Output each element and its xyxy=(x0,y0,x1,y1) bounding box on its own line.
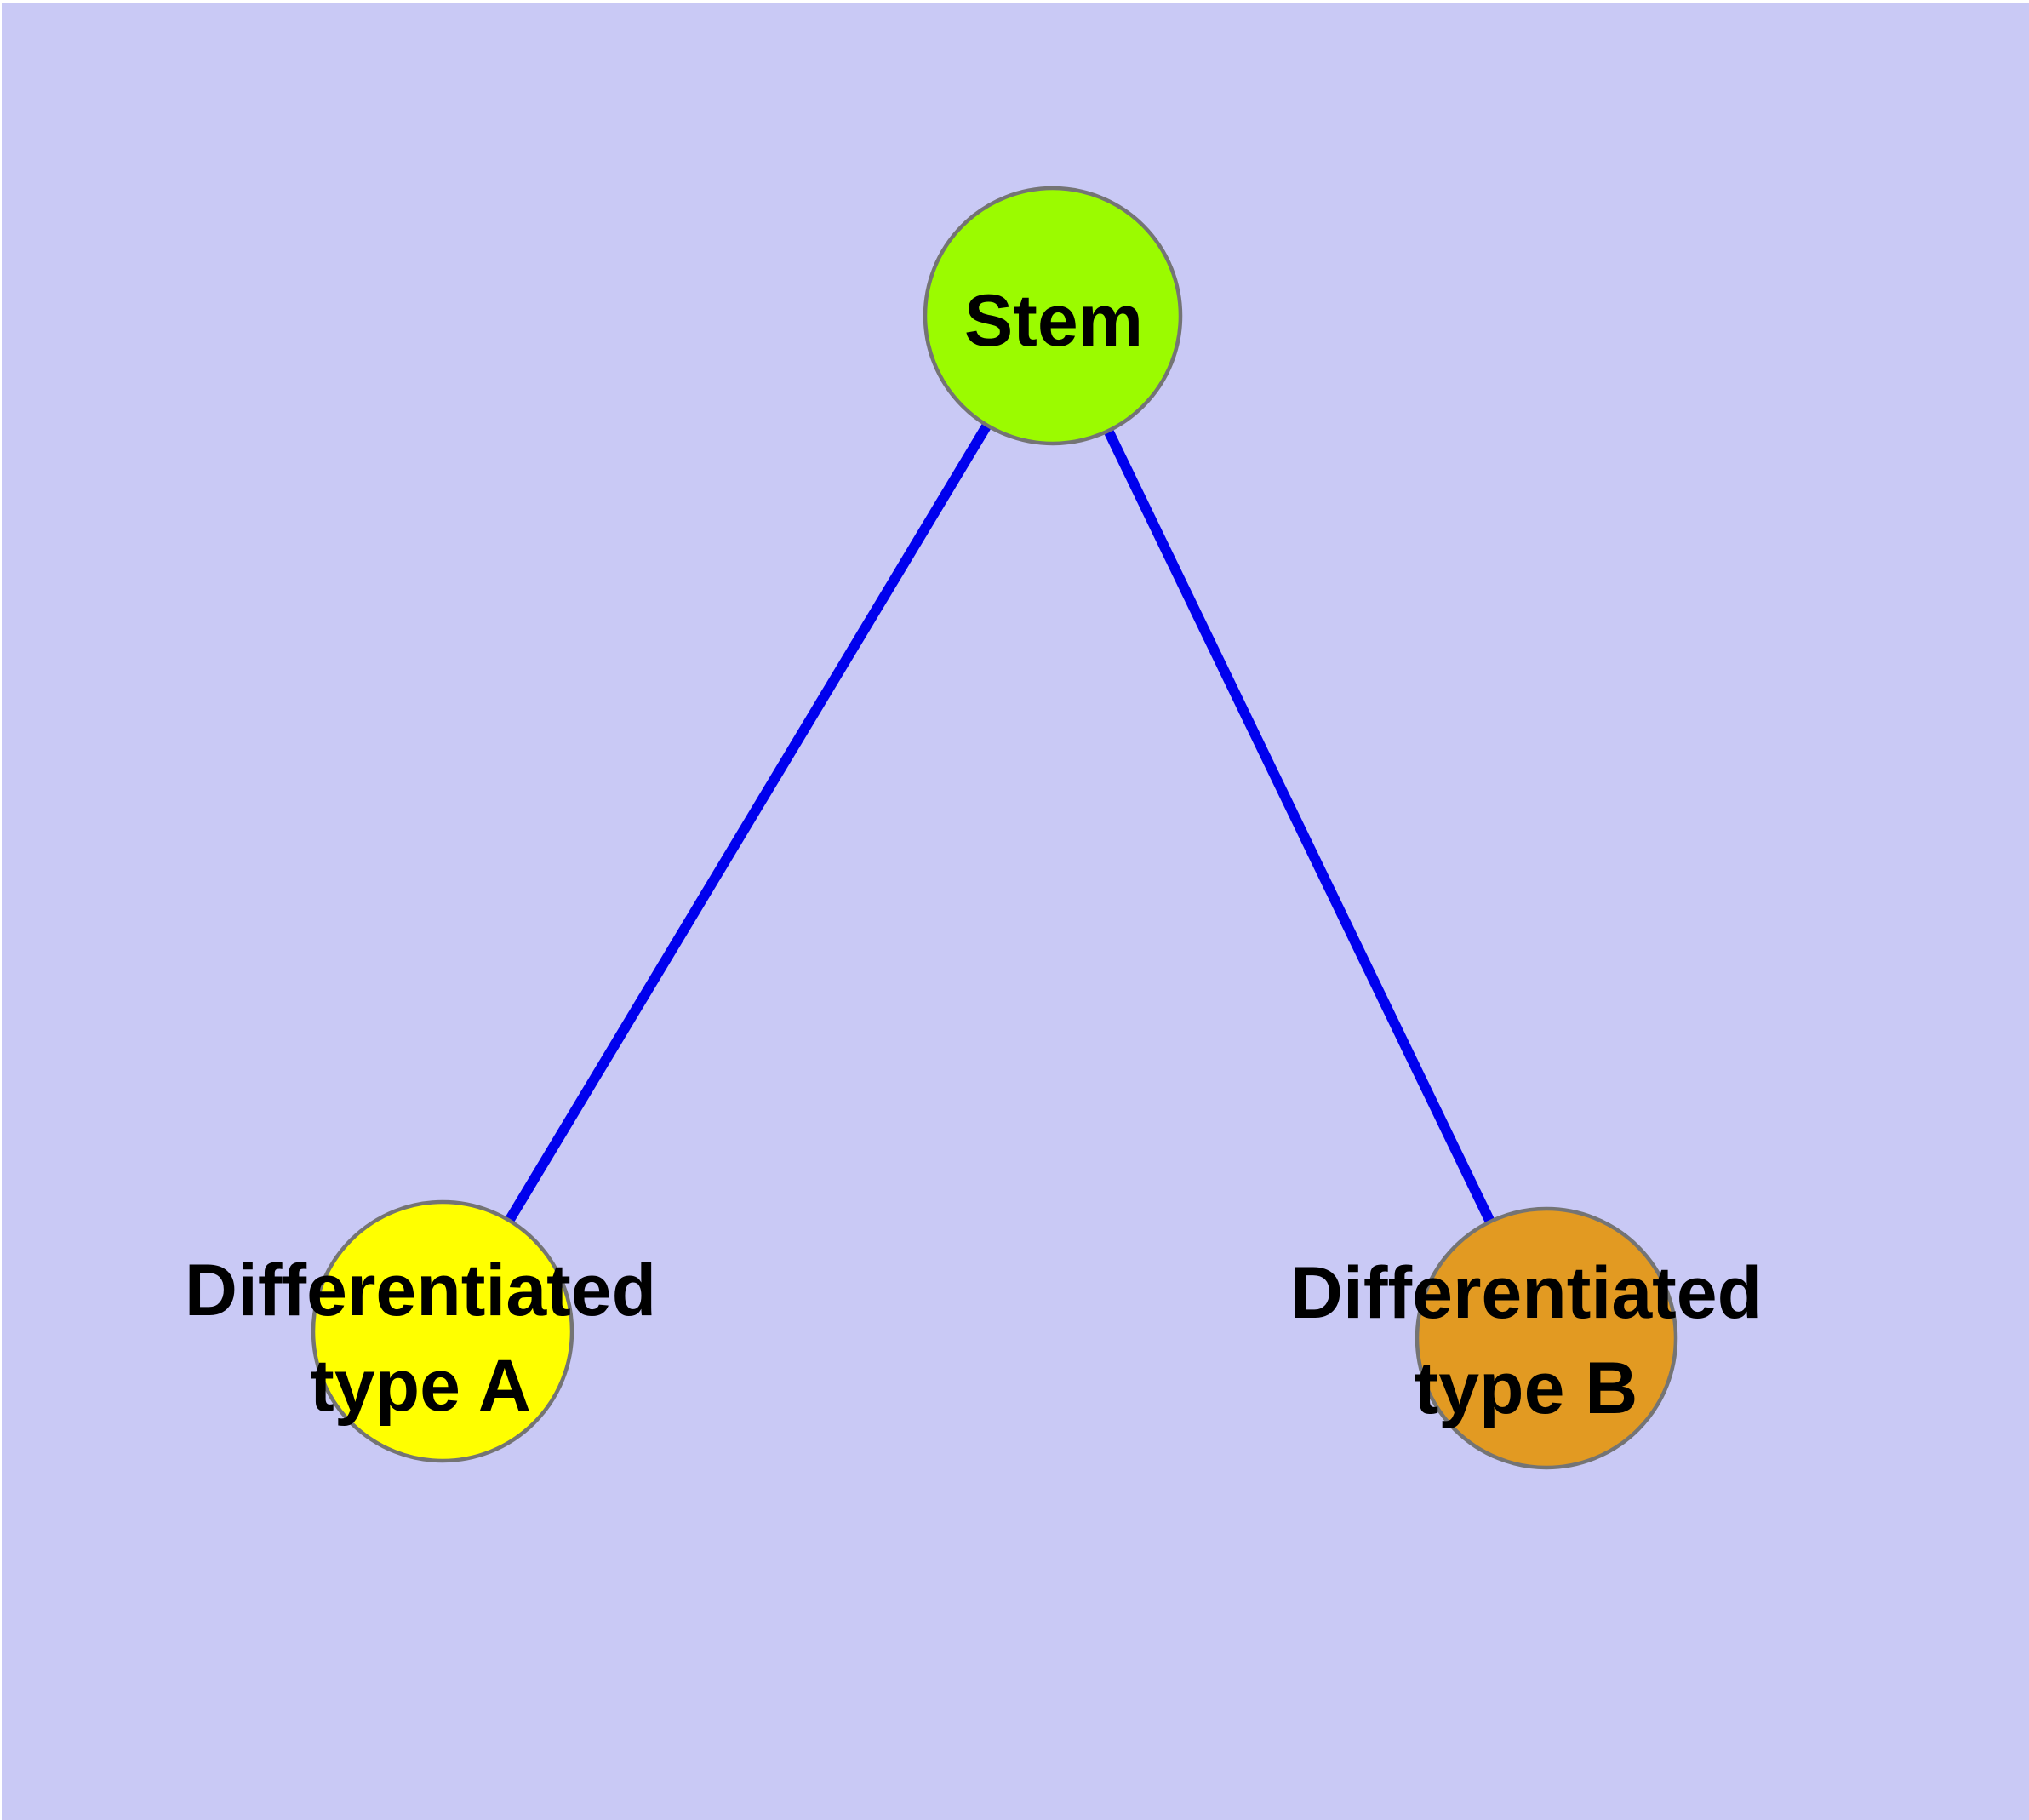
node-type-b-circle xyxy=(1415,1206,1678,1470)
node-type-a-label-line2: type A xyxy=(310,1345,531,1427)
node-type-a-label-line1: Differentiated xyxy=(184,1250,657,1331)
node-type-a-label: Differentiated type A xyxy=(185,1243,656,1434)
edge-stem-to-type-b xyxy=(1048,313,1552,1341)
node-type-a-circle xyxy=(311,1199,574,1463)
edge-stem-to-type-a xyxy=(437,312,1058,1335)
node-stem-circle xyxy=(923,186,1183,446)
node-type-b-label-line1: Differentiated xyxy=(1289,1252,1763,1334)
node-type-b-label-line2: type B xyxy=(1414,1348,1638,1429)
node-stem-label: Stem xyxy=(963,280,1144,362)
node-type-b-label: Differentiated type B xyxy=(1290,1245,1762,1436)
